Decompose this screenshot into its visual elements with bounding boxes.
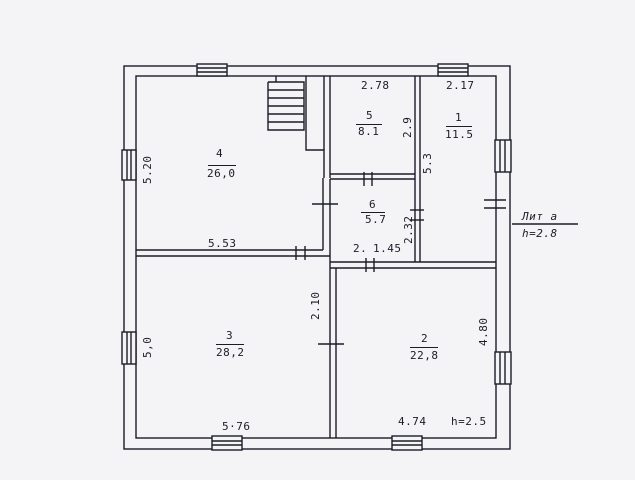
window-left-top bbox=[121, 149, 137, 181]
room-6-underline bbox=[361, 212, 385, 214]
inner-wall bbox=[135, 75, 497, 439]
room-3-number: 3 bbox=[226, 329, 234, 342]
window-right-top bbox=[494, 139, 512, 173]
dim-top-room1: 2.17 bbox=[446, 79, 475, 92]
room-5-area: 8.1 bbox=[358, 125, 380, 138]
outer-wall bbox=[123, 65, 511, 450]
dim-small-left: 2. bbox=[353, 242, 368, 255]
window-bottom-right bbox=[391, 435, 423, 451]
dim-room5-side: 2.9 bbox=[401, 116, 414, 138]
window-right-bottom bbox=[494, 351, 512, 385]
stairs bbox=[267, 76, 305, 131]
dim-small-right: 1.45 bbox=[373, 242, 402, 255]
window-top-left bbox=[196, 63, 228, 77]
room-3-underline bbox=[216, 344, 244, 346]
room-2-number: 2 bbox=[421, 332, 429, 345]
dim-bottom-left: 5·76 bbox=[222, 420, 251, 433]
room-4-underline bbox=[208, 165, 236, 167]
dim-height-bottom: h=2.5 bbox=[451, 415, 487, 428]
window-bottom-left bbox=[211, 435, 243, 451]
dim-left-lower: 5,0 bbox=[141, 336, 154, 358]
room-5-number: 5 bbox=[366, 109, 374, 122]
window-left-bottom bbox=[121, 331, 137, 365]
dim-corridor: 2.10 bbox=[309, 291, 322, 321]
room-2-area: 22,8 bbox=[410, 349, 439, 362]
room-6-area: 5.7 bbox=[365, 213, 387, 226]
interior-walls bbox=[136, 76, 496, 438]
dim-right-lower: 4.80 bbox=[477, 317, 490, 347]
stamp-line-2: h=2.8 bbox=[522, 227, 558, 240]
room-4-number: 4 bbox=[216, 147, 224, 160]
dim-bottom-right: 4.74 bbox=[398, 415, 427, 428]
dim-top-room5: 2.78 bbox=[361, 79, 390, 92]
room-5-underline bbox=[356, 124, 382, 126]
door-marks bbox=[295, 172, 506, 345]
room-6-number: 6 bbox=[369, 198, 377, 211]
stamp-line-1: Лит а bbox=[522, 210, 558, 223]
room-2-underline bbox=[410, 347, 438, 349]
room-1-underline bbox=[446, 126, 472, 128]
window-top-right bbox=[437, 63, 469, 77]
dim-mid-horizontal: 5.53 bbox=[208, 237, 237, 250]
room-1-area: 11.5 bbox=[445, 128, 474, 141]
dim-room1-side: 5.3 bbox=[421, 152, 434, 174]
room-4-area: 26,0 bbox=[207, 167, 236, 180]
room-3-area: 28,2 bbox=[216, 346, 245, 359]
dim-room6-side: 2.32 bbox=[402, 215, 415, 245]
room-1-number: 1 bbox=[455, 111, 463, 124]
dim-left-upper: 5.20 bbox=[141, 155, 154, 185]
